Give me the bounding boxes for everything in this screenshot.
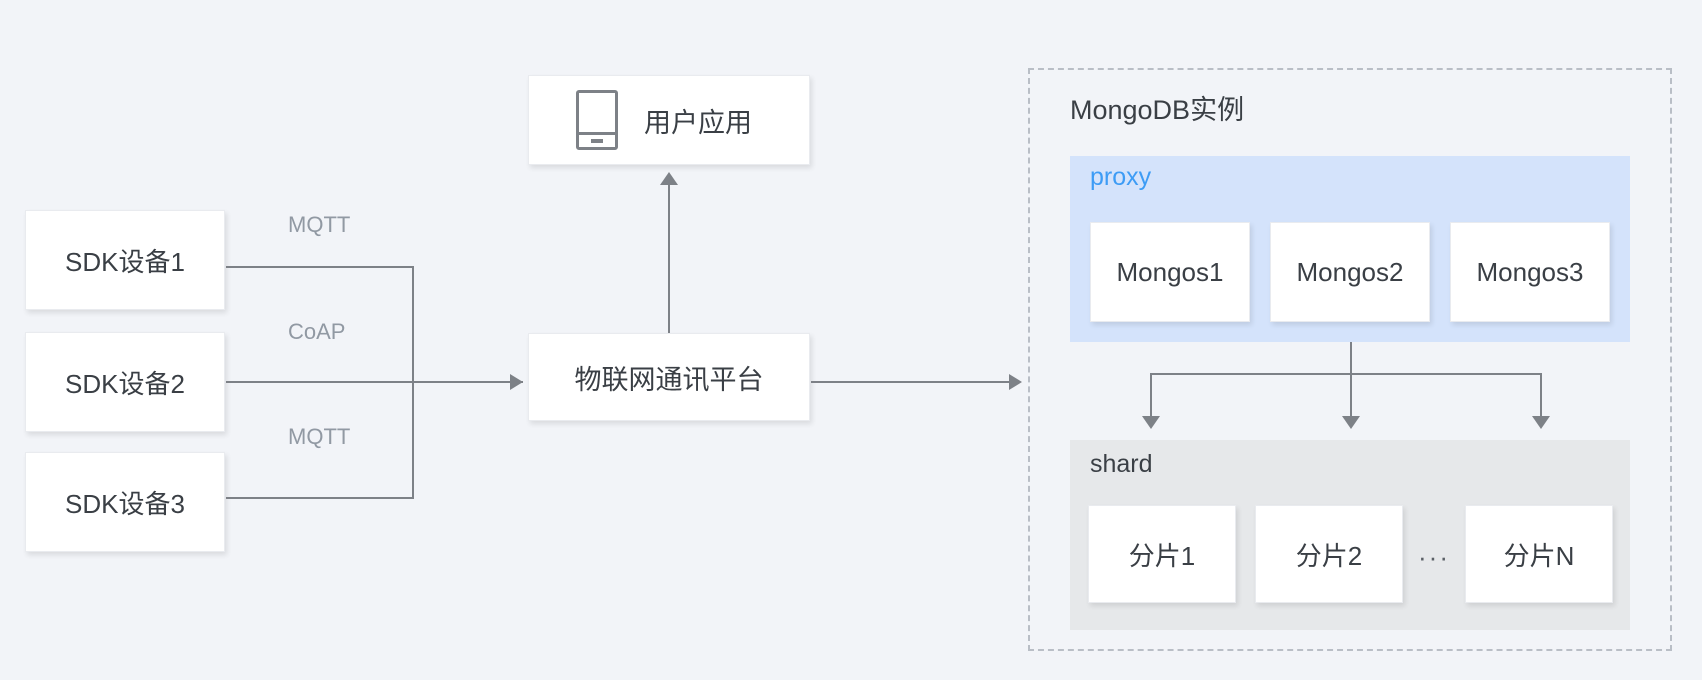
mongos-3-box[interactable]: Mongos3 (1450, 222, 1610, 322)
shard-region-label: shard (1090, 450, 1153, 478)
proxy-fanout-bus (1150, 373, 1542, 375)
shard-n-drop-line (1540, 373, 1542, 418)
platform-inbound-arrowhead (510, 374, 523, 390)
sdk-device-3-box[interactable]: SDK设备3 (25, 452, 225, 552)
mongodb-instance-title: MongoDB实例 (1070, 95, 1245, 125)
sdk-device-2-label: SDK设备2 (65, 368, 185, 399)
mongodb-inbound-arrowhead (1009, 374, 1022, 390)
sdk-device-1-box[interactable]: SDK设备1 (25, 210, 225, 310)
edge-label-coap: CoAP (288, 319, 346, 344)
shard-n-label: 分片N (1503, 540, 1575, 571)
shard-ellipsis: ··· (1418, 542, 1450, 572)
user-app-label: 用户应用 (644, 107, 752, 138)
mongos-3-label: Mongos3 (1476, 256, 1584, 287)
user-app-inbound-arrowhead (660, 172, 678, 185)
mongos-2-box[interactable]: Mongos2 (1270, 222, 1430, 322)
sdk-device-3-label: SDK设备3 (65, 488, 185, 519)
user-app-box[interactable]: 用户应用 (528, 75, 810, 165)
shard-2-label: 分片2 (1295, 540, 1363, 571)
device-bus-vertical-line (412, 266, 414, 499)
shard-2-arrowhead (1342, 416, 1360, 429)
shard-1-arrowhead (1142, 416, 1160, 429)
shard-1-label: 分片1 (1128, 540, 1196, 571)
shard-1-box[interactable]: 分片1 (1088, 505, 1236, 603)
sdk-device-2-connector (226, 381, 523, 383)
sdk-device-1-label: SDK设备1 (65, 246, 185, 277)
sdk-device-1-connector (226, 266, 414, 268)
mongos-1-label: Mongos1 (1116, 256, 1224, 287)
mongos-2-label: Mongos2 (1296, 256, 1404, 287)
shard-n-arrowhead (1532, 416, 1550, 429)
shard-2-box[interactable]: 分片2 (1255, 505, 1403, 603)
proxy-region-label: proxy (1090, 163, 1152, 191)
platform-to-mongodb-line (811, 381, 1011, 383)
mongodb-instance-container (1028, 68, 1672, 651)
iot-platform-label: 物联网通讯平台 (574, 364, 764, 395)
mobile-phone-icon (576, 90, 618, 150)
iot-platform-box[interactable]: 物联网通讯平台 (528, 333, 810, 421)
sdk-device-3-connector (226, 497, 414, 499)
edge-label-mqtt-3: MQTT (288, 424, 351, 449)
mongos-1-box[interactable]: Mongos1 (1090, 222, 1250, 322)
shard-2-drop-line (1350, 373, 1352, 418)
edge-label-mqtt-1: MQTT (288, 212, 351, 237)
sdk-device-2-box[interactable]: SDK设备2 (25, 332, 225, 432)
shard-1-drop-line (1150, 373, 1152, 418)
shard-n-box[interactable]: 分片N (1465, 505, 1613, 603)
platform-to-user-app-line (668, 185, 670, 333)
proxy-fanout-stem (1350, 342, 1352, 374)
